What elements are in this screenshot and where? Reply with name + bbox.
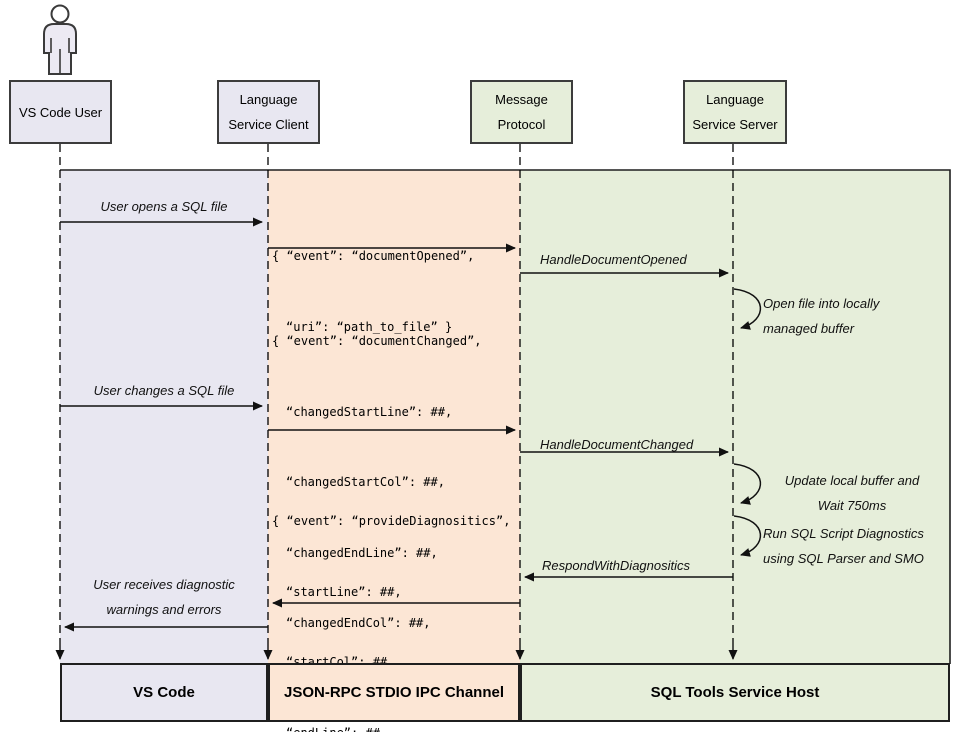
payload-line: “uri”: “path_to_file” } — [286, 319, 453, 334]
annotation-line2: managed buffer — [763, 321, 855, 336]
self-loop-run-diagnostics — [733, 515, 762, 557]
participant-label-line2: Service Client — [228, 117, 309, 132]
payload-line: “endLine”: ##, — [272, 722, 518, 732]
message-label-handle-document-changed: HandleDocumentChanged — [540, 437, 694, 452]
payload-line: “changedEndCol”: ##, — [286, 616, 431, 630]
message-label-respond-with-diagnostics: RespondWithDiagnositics — [542, 558, 691, 573]
payload-line: “changedEndLine”: ##, — [286, 545, 438, 560]
annotation-line2: Wait 750ms — [817, 498, 887, 513]
lane-service-host — [520, 170, 950, 663]
lane-ipc-channel — [268, 170, 520, 663]
participant-label-line1: Message — [495, 92, 548, 107]
system-box-vscode: VS Code — [60, 663, 268, 722]
message-label-line1: User receives diagnostic — [93, 577, 235, 592]
swimlane-frame — [60, 169, 951, 664]
message-label-user-opens-file: User opens a SQL file — [100, 199, 228, 214]
participant-label-line2: Protocol — [497, 117, 546, 132]
payload-line: { “event”: “provideDiagnositics”, — [272, 514, 511, 528]
actor-limb-lines — [50, 38, 70, 74]
self-loop-open-buffer — [733, 288, 762, 330]
participant-label-line1: Language — [706, 92, 764, 107]
annotation-line1: Run SQL Script Diagnostics — [763, 526, 924, 541]
participant-language-service-client: Language Service Client — [217, 80, 320, 144]
lane-vscode — [60, 170, 268, 663]
participant-label-line1: Language — [239, 92, 298, 107]
message-label-handle-document-opened: HandleDocumentOpened — [540, 252, 687, 267]
system-box-ipc-channel: JSON-RPC STDIO IPC Channel — [268, 663, 520, 722]
message-label-user-changes-file: User changes a SQL file — [93, 383, 235, 398]
annotation-run-diagnostics: Run SQL Script Diagnostics using SQL Par… — [763, 521, 924, 571]
participant-label-line2: Service Server — [692, 117, 778, 132]
system-box-label: SQL Tools Service Host — [650, 684, 820, 701]
payload-line: “changedStartCol”: ##, — [286, 475, 445, 489]
participant-label: VS Code User — [18, 104, 103, 120]
payload-line: “startLine”: ##, — [286, 584, 402, 599]
payload-line: { “event”: “documentOpened”, — [272, 249, 475, 263]
annotation-open-buffer: Open file into locally managed buffer — [763, 291, 879, 341]
message-label-line2: warnings and errors — [106, 602, 222, 617]
system-box-label: VS Code — [133, 684, 195, 701]
payload-document-opened: { “event”: “documentOpened”, “uri”: “pat… — [272, 198, 518, 386]
annotation-line1: Update local buffer and — [784, 473, 920, 488]
annotation-line2: using SQL Parser and SMO — [763, 551, 924, 566]
payload-line: “changedStartLine”: ##, — [286, 404, 453, 419]
annotation-update-buffer: Update local buffer and Wait 750ms — [763, 468, 941, 518]
system-box-sql-tools-service-host: SQL Tools Service Host — [520, 663, 950, 722]
system-box-label: JSON-RPC STDIO IPC Channel — [283, 684, 505, 701]
message-label-user-receives-diagnostics: User receives diagnostic warnings and er… — [60, 572, 268, 622]
participant-vscode-user: VS Code User — [9, 80, 112, 144]
payload-line: { “event”: “documentChanged”, — [272, 334, 482, 348]
user-actor-icon — [43, 4, 77, 75]
self-loop-update-buffer — [733, 463, 762, 505]
annotation-line1: Open file into locally — [763, 296, 880, 311]
actor-head — [50, 4, 70, 24]
participant-language-service-server: Language Service Server — [683, 80, 787, 144]
participant-message-protocol: Message Protocol — [470, 80, 573, 144]
